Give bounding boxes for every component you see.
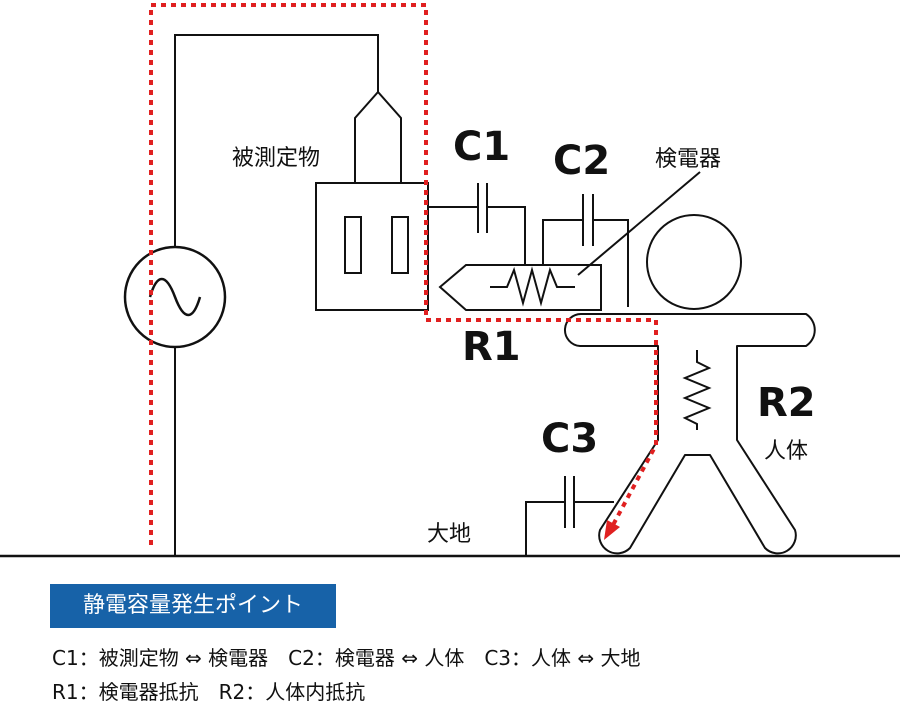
human-body-label: 人体 xyxy=(764,439,808,464)
capacitor-c1-icon xyxy=(428,183,526,265)
dut-outlet-icon xyxy=(315,90,429,311)
ac-source-icon xyxy=(123,245,227,349)
c3-label: C3 xyxy=(541,416,598,462)
r1-label: R1 xyxy=(462,324,521,370)
leakage-path-line xyxy=(149,3,658,545)
legend-line-resistance: R1：検電器抵抗 R2：人体内抵抗 xyxy=(52,680,366,704)
human-figure-icon xyxy=(564,214,816,555)
leakage-path-arrow-icon xyxy=(604,520,620,540)
detector-label: 検電器 xyxy=(655,147,721,172)
capacitor-c2-icon xyxy=(542,194,629,307)
detector-leader-line xyxy=(577,171,701,276)
resistor-r2-icon xyxy=(682,350,712,430)
c2-label: C2 xyxy=(553,138,610,184)
capacitor-c3-icon xyxy=(525,476,614,556)
source-top-wire xyxy=(174,34,379,247)
c1-label: C1 xyxy=(453,124,510,170)
r2-label: R2 xyxy=(757,380,816,426)
resistor-r1-icon xyxy=(490,266,575,307)
legend-title: 静電容量発生ポイント xyxy=(50,584,336,628)
ground-label: 大地 xyxy=(427,522,471,547)
detector-probe-icon xyxy=(438,264,602,311)
circuit-diagram: 被測定物 C1 C2 検電器 R1 R2 人体 C3 大地 xyxy=(0,3,900,558)
dut-label: 被測定物 xyxy=(232,146,320,171)
legend-line-capacitance: C1：被測定物 ⇔ 検電器 C2：検電器 ⇔ 人体 C3：人体 ⇔ 大地 xyxy=(52,646,641,670)
